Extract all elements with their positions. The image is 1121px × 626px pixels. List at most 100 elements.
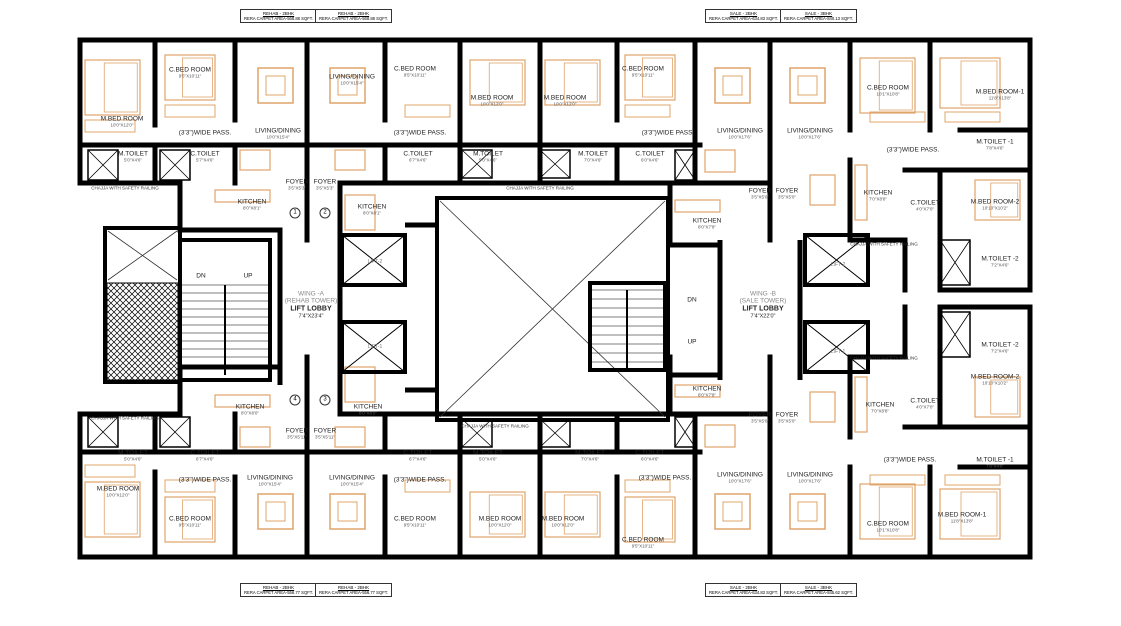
room-name: C.BED ROOM xyxy=(394,515,436,523)
unit-marker: 1 xyxy=(289,207,301,219)
bed-blanket xyxy=(990,379,1019,415)
tower-name: (REHAB TOWER) xyxy=(284,297,338,305)
room-name: M.BED ROOM-1 xyxy=(975,88,1025,96)
room-label: (3'3")WIDE PASS. xyxy=(179,129,232,136)
lift-label: LIFT-2 xyxy=(830,262,846,268)
room-dimension: 7'0"X8'8" xyxy=(871,409,889,415)
room-name: FOYER xyxy=(285,178,309,186)
room-name: M.BED ROOM xyxy=(478,515,522,523)
duct-shaft xyxy=(159,149,191,181)
hatched-area xyxy=(106,282,179,381)
room-dimension: 3'5"X5'0" xyxy=(778,195,796,201)
room-dimension: 7'2"X4'6" xyxy=(991,349,1009,355)
room-name: M.BED ROOM xyxy=(100,115,144,123)
duct-shaft-cross xyxy=(87,416,119,448)
carpet-area: RERA CARPET AREA-845.62 SQFT. xyxy=(784,590,854,595)
bed xyxy=(544,491,601,538)
room-name: C.BED ROOM xyxy=(867,520,909,528)
room-dimension: 10'0"X17'6" xyxy=(798,135,822,141)
room-name: M.TOILET -1 xyxy=(976,456,1014,464)
room-dimension: 4'0"X7'0" xyxy=(916,405,934,411)
room-name: C.TOILET xyxy=(635,150,665,158)
room-name: CHAJJA WITH SAFETY RAILING xyxy=(506,185,574,191)
coffee-table xyxy=(722,501,743,522)
room-name: LIVING/DINING xyxy=(329,474,375,482)
duct-shaft-cross xyxy=(939,239,971,286)
unit-marker: 2 xyxy=(319,207,331,219)
lift-cross xyxy=(804,321,869,373)
coffee-table xyxy=(337,501,358,522)
room-dimension: 8'0"X8'1" xyxy=(363,211,381,217)
wardrobe xyxy=(869,474,926,486)
duct-shaft-cross xyxy=(87,149,119,181)
room-dimension: 7'8"X4'6" xyxy=(986,146,1004,152)
room-dimension: 5'0"X4'6" xyxy=(124,457,142,463)
room-dimension: 6'7"X4'6" xyxy=(196,457,214,463)
bed-blanket xyxy=(103,484,138,535)
bed xyxy=(859,483,916,540)
sofa xyxy=(257,493,294,530)
unit-type: REHAB - 2BHK xyxy=(262,585,295,590)
room-name: M.TOILET -2 xyxy=(981,341,1019,349)
bed-blanket xyxy=(563,62,598,103)
room-dimension: 3'5"X5'0" xyxy=(751,195,769,201)
carpet-area: RERA CARPET AREA-556.77 SQFT. xyxy=(244,590,314,595)
room-label: (3'3")WIDE PASS. xyxy=(179,476,232,483)
duct-shaft-cross xyxy=(539,418,571,448)
bed-blanket xyxy=(642,57,673,98)
dining-table xyxy=(334,426,366,448)
sofa xyxy=(329,493,366,530)
stair-direction-label: UP xyxy=(687,338,697,346)
wardrobe xyxy=(164,479,216,493)
staircase-a xyxy=(178,238,272,382)
room-dimension: 5'0"X4'6" xyxy=(124,158,142,164)
room-dimension: 3'5"X5'0" xyxy=(751,419,769,425)
room-dimension: 8'0"X7'8" xyxy=(698,393,716,399)
room-dimension: 8'0"X8'1" xyxy=(243,206,261,212)
room-name: CHAJJA WITH SAFETY RAILING xyxy=(850,355,918,361)
duct-shaft xyxy=(461,149,493,179)
kitchen-counter xyxy=(344,194,376,231)
dining-table xyxy=(809,174,836,206)
room-name: (3'3")WIDE PASS. xyxy=(178,476,232,484)
room-dimension: 10'0"X12'0" xyxy=(551,523,575,529)
central-void-cross xyxy=(439,200,666,418)
room-name: LIVING/DINING xyxy=(247,474,293,482)
room-name: KITCHEN xyxy=(237,198,267,206)
lift-shaft xyxy=(803,233,870,287)
room-dimension: 9'5"X10'11" xyxy=(631,73,655,79)
unit-type: SALE - 2BHK xyxy=(729,585,758,590)
room-name: KITCHEN xyxy=(865,401,895,409)
unit-type: REHAB - 2BHK xyxy=(337,585,370,590)
room-name: C.BED ROOM xyxy=(169,515,211,523)
bed xyxy=(544,59,601,106)
room-name: M.BED ROOM-2 xyxy=(970,198,1020,206)
room-dimension: 8'0"X8'0" xyxy=(241,411,259,417)
coffee-table xyxy=(265,501,286,522)
room-dimension: 10'0"X15'4" xyxy=(266,135,290,141)
room-dimension: 8'0"X7'8" xyxy=(698,225,716,231)
central-void xyxy=(435,196,670,422)
room-dimension: 5'0"X4'6" xyxy=(479,457,497,463)
room-name: M.BED ROOM xyxy=(470,94,514,102)
room-name: (3'3")WIDE PASS. xyxy=(393,129,447,137)
room-dimension: 9'5"X10'11" xyxy=(403,523,427,529)
room-dimension: 10'0"X15'4" xyxy=(258,482,282,488)
unit-type: SALE - 3BHK xyxy=(804,585,833,590)
dining-table xyxy=(809,391,836,423)
